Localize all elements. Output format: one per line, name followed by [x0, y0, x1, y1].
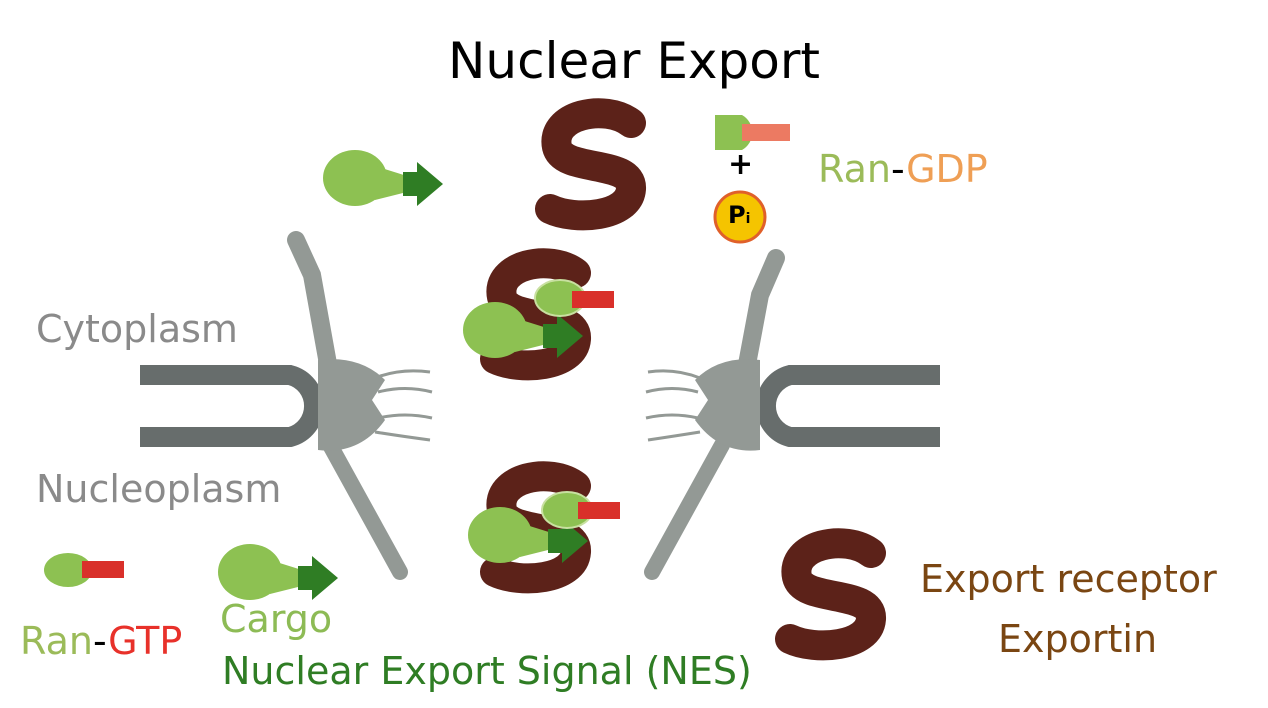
- export-complex-upper: [463, 263, 614, 365]
- phosphate-label: Pi: [728, 203, 750, 227]
- export-receptor-label: Export receptor: [920, 557, 1217, 601]
- cargo-label: Cargo: [220, 597, 333, 641]
- phosphate-icon: [713, 190, 767, 244]
- cytoplasm-label: Cytoplasm: [36, 307, 238, 351]
- plus-sign: +: [728, 147, 754, 182]
- nes-label: Nuclear Export Signal (NES): [222, 649, 752, 693]
- ran-gtp-legend-icon: [44, 553, 124, 587]
- pi-text: P: [728, 201, 746, 229]
- pi-subscript: i: [745, 211, 751, 227]
- exportin-label: Exportin: [998, 617, 1158, 661]
- nuclear-pore-left: [140, 231, 433, 580]
- ran-gtp-label: Ran-GTP: [20, 622, 182, 660]
- ran-text: Ran: [818, 147, 891, 191]
- gdp-text: GDP: [906, 147, 988, 191]
- export-complex-lower: [468, 476, 620, 578]
- dash-text: -: [890, 147, 907, 191]
- diagram-title: Nuclear Export: [448, 32, 820, 90]
- dash-text: -: [92, 619, 109, 663]
- cargo-legend-icon: [218, 544, 338, 600]
- nuclear-pore-right: [644, 249, 940, 580]
- ran-gdp-icon: [715, 115, 790, 150]
- cargo-with-nes-cytoplasm: [323, 150, 443, 206]
- ran-gdp-label: Ran-GDP: [818, 150, 988, 188]
- ran-text: Ran: [20, 619, 93, 663]
- exportin-legend-icon: [790, 543, 871, 645]
- gtp-text: GTP: [108, 619, 183, 663]
- nucleoplasm-label: Nucleoplasm: [36, 467, 282, 511]
- exportin-free-cytoplasm: [550, 113, 631, 215]
